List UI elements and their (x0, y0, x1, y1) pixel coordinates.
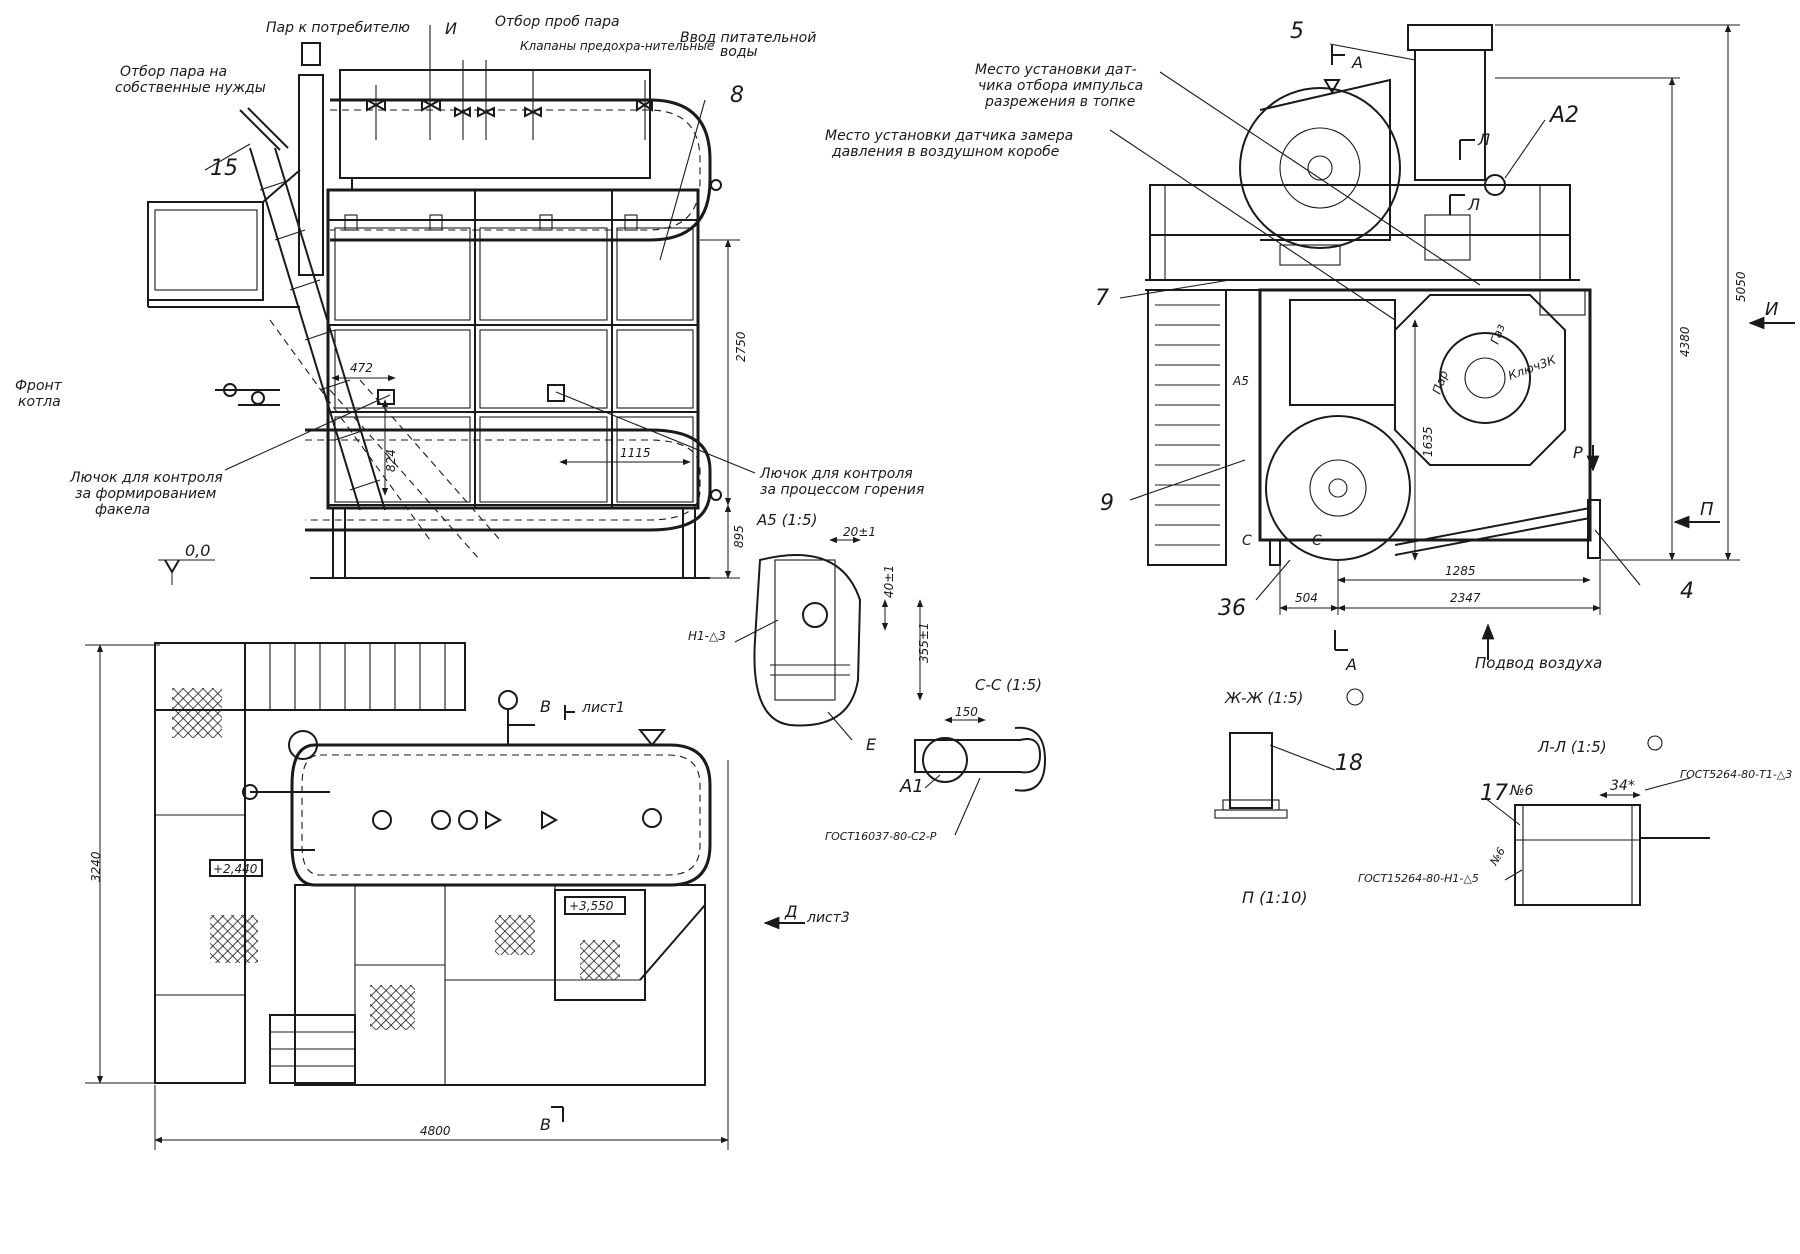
label-sensor-vac-3: разрежения в топке (984, 94, 1135, 110)
label-sensor-press-1: Место установки датчика замера (825, 128, 1073, 144)
label-hatch-burn-2: за процессом горения (760, 482, 924, 498)
label-section-a-top: А (1351, 53, 1363, 72)
plan-view: 3240 4800 В лист1 +2,440 +3,550 Д лист3 … (85, 642, 850, 1150)
detail-a5-title: А5 (1:5) (756, 511, 817, 529)
gost-15264: ГОСТ15264-80-Н1-△5 (1358, 872, 1479, 885)
dim-20: 20±1 (843, 525, 876, 539)
label-sensor-vac-2: чика отбора импульса (978, 78, 1143, 94)
section-l-2: Л (1467, 195, 1480, 214)
dim-1635: 1635 (1421, 426, 1435, 457)
mesh-grating-icon (495, 915, 535, 955)
view-p: П (1700, 499, 1714, 520)
label-sensor-vac-1: Место установки дат- (975, 62, 1137, 78)
label-key: Ключ3К (1506, 353, 1558, 383)
callout-5: 5 (1290, 19, 1304, 44)
label-sensor-press-2: давления в воздушном коробе (831, 144, 1059, 160)
label-own-needs-2: собственные нужды (115, 80, 266, 96)
section-v-top: В (540, 697, 551, 716)
callout-15: 15 (210, 156, 238, 181)
label-air-supply: Подвод воздуха (1475, 654, 1602, 672)
mark-c1: С (1242, 533, 1252, 549)
section-v-bottom: В (540, 1115, 551, 1134)
label-hatch-flame-2: за формированием (75, 486, 217, 502)
gost-5264: ГОСТ5264-80-Т1-△3 (1680, 768, 1792, 781)
callout-8: 8 (730, 83, 744, 108)
section-cc-title: С-С (1:5) (975, 676, 1042, 694)
weld-h1: Н1-△3 (688, 629, 726, 643)
mesh-grating-icon (210, 915, 258, 963)
view-d: Д (784, 902, 798, 921)
front-view: Пар к потребителю И Отбор проб пара Клап… (15, 14, 924, 585)
mesh-grating-icon (370, 985, 415, 1030)
mark-n6b: №6 (1487, 845, 1508, 868)
sheet-1: лист1 (581, 700, 625, 716)
dim-355: 355±1 (917, 622, 931, 663)
label-feedwater-1: Ввод питательной (680, 30, 816, 46)
label-hatch-flame-1: Лючок для контроля (69, 470, 223, 486)
label-steam-to-consumer: Пар к потребителю (266, 20, 410, 36)
section-l-1: Л (1477, 130, 1490, 149)
section-l-l: Л-Л (1:5) 17 №6 34* ГОСТ5264-80-Т1-△3 ГО… (1242, 735, 1792, 907)
label-front-2: котла (18, 394, 61, 410)
label-steam-sampling: Отбор проб пара (495, 14, 620, 30)
view-i: И (1765, 299, 1778, 320)
dim-5050: 5050 (1734, 271, 1748, 302)
dim-895: 895 (732, 525, 746, 548)
label-own-needs-1: Отбор пара на (120, 64, 227, 80)
label-section-i: И (445, 19, 457, 38)
label-feedwater-2: воды (720, 44, 758, 60)
dim-3240: 3240 (89, 851, 103, 882)
label-section-a-bottom: А (1345, 655, 1357, 674)
label-gas: Газ (1488, 322, 1508, 346)
dim-40: 40±1 (882, 565, 896, 598)
mesh-grating-icon (172, 688, 222, 738)
dim-34: 34* (1610, 778, 1635, 794)
level-3550: +3,550 (569, 899, 614, 913)
dim-1285: 1285 (1445, 564, 1476, 578)
dim-504: 504 (1295, 591, 1318, 605)
gost-16037: ГОСТ16037-80-С2-Р (825, 830, 937, 843)
level-zero: 0,0 (185, 541, 210, 560)
section-c-c: С-С (1:5) 150 А1 ГОСТ16037-80-С2-Р (825, 676, 1047, 843)
mark-n6: №6 (1509, 783, 1534, 799)
mark-e: Е (866, 735, 877, 754)
callout-17: 17 (1480, 781, 1508, 806)
sheet-3: лист3 (806, 910, 850, 926)
dim-1115: 1115 (620, 446, 651, 460)
mark-r: Р (1573, 443, 1583, 462)
side-view: 5 А Место установки дат- чика отбора имп… (825, 19, 1795, 674)
callout-a1: А1 (899, 776, 924, 797)
dim-824: 824 (384, 449, 398, 472)
callout-18: 18 (1335, 751, 1363, 776)
hatch-icon (377, 384, 565, 405)
label-safety-valves: Клапаны предохра-нительные (520, 39, 714, 53)
dim-2750: 2750 (734, 331, 748, 362)
mark-a5: А5 (1232, 374, 1249, 388)
callout-7: 7 (1095, 286, 1109, 311)
label-hatch-burn-1: Лючок для контроля (759, 466, 913, 482)
callout-4: 4 (1680, 579, 1694, 604)
dim-2347: 2347 (1450, 591, 1481, 605)
callout-a2: А2 (1548, 103, 1579, 128)
section-zh-zh: Ж-Ж (1:5) 18 (1214, 688, 1364, 819)
level-2440: +2,440 (213, 862, 258, 876)
label-front-1: Фронт (15, 378, 63, 394)
view-p-scale: П (1:10) (1242, 888, 1308, 907)
dim-4800: 4800 (420, 1124, 451, 1138)
valve-icon (366, 98, 653, 118)
callout-36: 36 (1218, 596, 1246, 621)
mark-c2: С (1312, 533, 1322, 549)
dim-150: 150 (955, 705, 978, 719)
mesh-grating-icon (580, 940, 620, 980)
label-hatch-flame-3: факела (95, 502, 150, 518)
dim-4380: 4380 (1678, 326, 1692, 357)
section-ll-title: Л-Л (1:5) (1537, 738, 1607, 756)
detail-a5: А5 (1:5) 20±1 40±1 355±1 Н1-△3 Е (688, 511, 931, 754)
section-zhzh-title: Ж-Ж (1:5) (1224, 689, 1303, 707)
label-steam: Пар (1430, 368, 1451, 396)
callout-9: 9 (1100, 491, 1114, 516)
dim-472: 472 (350, 361, 373, 375)
